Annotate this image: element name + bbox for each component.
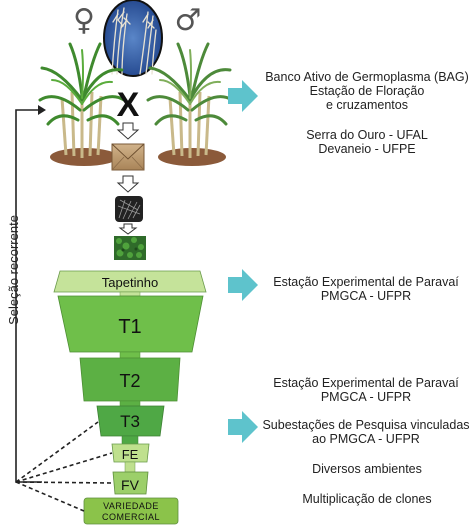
paravai2-line-2: PMGCA - UFPR: [320, 390, 412, 404]
stage-fv-label: FV: [121, 477, 140, 493]
recurrent-selection-label: Seleção recorrente: [6, 215, 21, 325]
paravai-text-block-2: Estação Experimental de Paravaí PMGCA - …: [260, 376, 472, 404]
down-arrow-icon-2: [116, 175, 140, 193]
stage-t1-shape: [57, 295, 204, 353]
teal-arrow-icon-2: [228, 269, 258, 301]
connector-4: [121, 435, 139, 445]
cross-symbol: X: [117, 86, 140, 124]
stage-fe-label: FE: [122, 447, 139, 462]
female-icon: ♀: [73, 3, 95, 38]
teal-arrow-icon-3: [228, 411, 258, 443]
down-arrow-icon-1: [116, 122, 140, 140]
stage-tapetinho-shape: [53, 270, 207, 293]
bag-line-2: Estação de Floração: [309, 84, 425, 98]
stage-t1-label: T1: [118, 316, 141, 338]
stage-t2-shape: [79, 357, 181, 402]
stage-variedade-label-2: COMERCIAL: [102, 512, 160, 522]
stage-t3-label: T3: [120, 412, 140, 431]
male-icon: ♂: [175, 3, 202, 38]
bag-line-1: Banco Ativo de Germoplasma (BAG): [265, 70, 469, 84]
stage-fv-shape: [112, 471, 149, 495]
sugarcane-plant-right-icon: [146, 42, 234, 166]
dashed-connectors: [15, 421, 113, 512]
stage-t2-label: T2: [119, 371, 140, 391]
paravai2-line-1: Estação Experimental de Paravaí: [273, 376, 459, 390]
paravai1-line-2: PMGCA - UFPR: [320, 289, 412, 303]
sub-line-1: Subestações de Pesquisa vinculadas: [262, 418, 470, 432]
serra-line-1: Serra do Ouro - UFAL: [306, 128, 428, 142]
paravai1-line-1: Estação Experimental de Paravaí: [273, 275, 459, 289]
connector-5: [124, 461, 136, 473]
loop-arrowhead-icon: [38, 105, 46, 115]
connector-1: [119, 291, 141, 297]
seed-envelope-icon: [111, 143, 145, 171]
bag-line-3: e cruzamentos: [326, 98, 408, 112]
seedling-tray-icon: [115, 196, 143, 222]
serra-text-block: Serra do Ouro - UFAL Devaneio - UFPE: [262, 128, 472, 156]
teal-arrow-icon-1: [228, 80, 258, 112]
sub-line-2: ao PMGCA - UFPR: [312, 432, 420, 446]
sugarcane-plant-left-icon: [38, 42, 126, 166]
stage-tapetinho-label: Tapetinho: [102, 275, 158, 290]
flower-oval-image: [103, 0, 163, 77]
connector-2: [119, 351, 141, 359]
diversos-text: Diversos ambientes: [312, 462, 422, 476]
recurrent-selection-loop: [15, 109, 42, 483]
stage-fe-shape: [111, 443, 150, 463]
down-arrow-icon-3: [118, 223, 138, 235]
stage-t3-shape: [96, 405, 165, 437]
bag-text-block: Banco Ativo de Germoplasma (BAG) Estação…: [262, 70, 472, 112]
paravai-text-block-1: Estação Experimental de Paravaí PMGCA - …: [260, 275, 472, 303]
serra-line-2: Devaneio - UFPE: [318, 142, 416, 156]
seedling-plants-icon: [114, 236, 146, 260]
stage-variedade-label-1: VARIEDADE: [103, 501, 159, 511]
connector-3: [119, 400, 141, 407]
subestacoes-text-block: Subestações de Pesquisa vinculadas ao PM…: [258, 418, 474, 446]
multiplicacao-text: Multiplicação de clones: [302, 492, 432, 506]
